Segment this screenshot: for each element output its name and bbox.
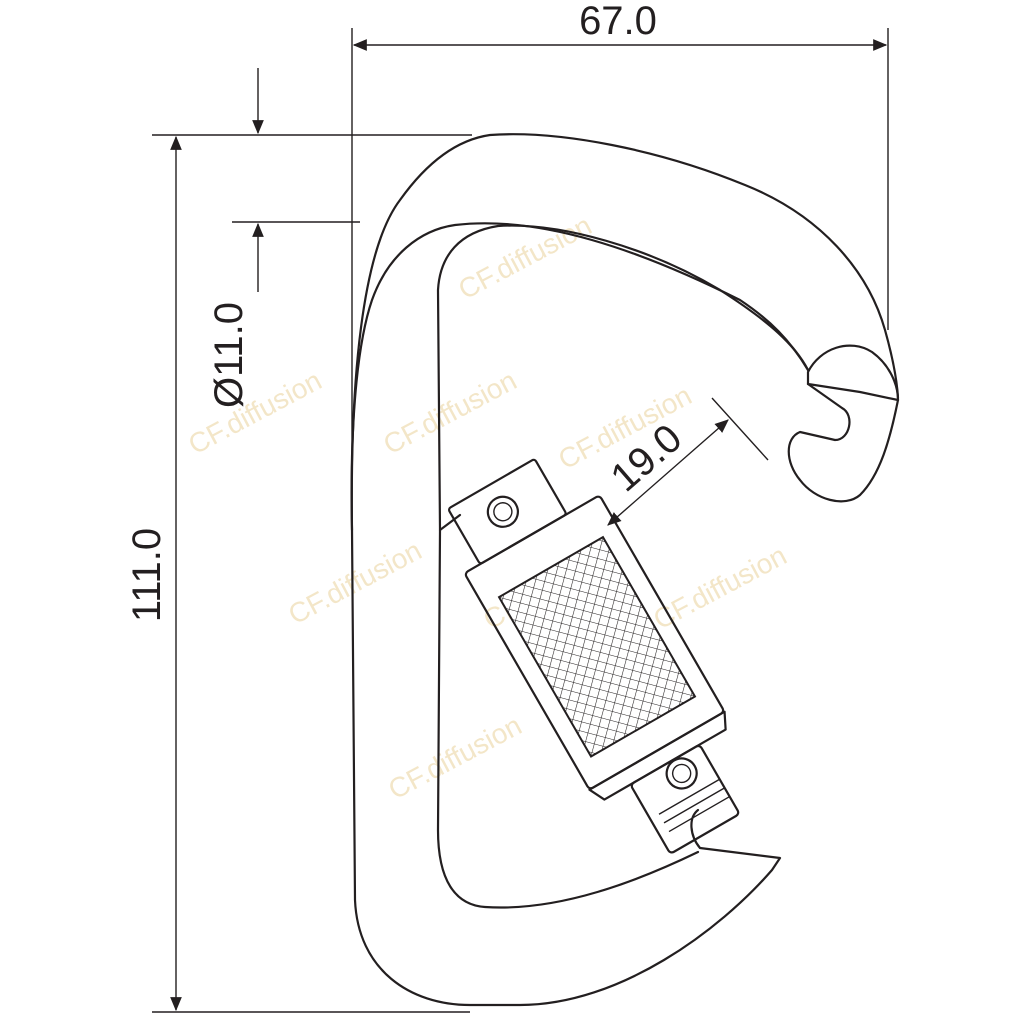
nose-hook [806, 344, 900, 402]
gate-bottom-rivet [665, 757, 698, 790]
carabiner-body [350, 133, 900, 1007]
width-label: 67.0 [579, 0, 657, 43]
body-inner-outline [436, 224, 810, 532]
gate-top-rivet-inner [493, 502, 513, 522]
watermark-5: CF.diffusion [283, 534, 426, 630]
gate-knurled-grip [497, 535, 697, 758]
height-label: 111.0 [125, 528, 169, 622]
gate-bottom-ridges [658, 778, 730, 833]
nose-notch [787, 382, 900, 503]
watermark-2: CF.diffusion [183, 364, 326, 460]
dimension-height: 111.0 [125, 134, 472, 1013]
body-inner-lower [436, 528, 700, 909]
watermark-8: CF.diffusion [383, 709, 526, 805]
gate-lower-collar [588, 710, 727, 801]
diameter-label: Ø11.0 [207, 302, 251, 408]
dimension-diameter: Ø11.0 [207, 68, 360, 408]
gate-opening-dimension-line [607, 419, 729, 526]
watermark-7: CF.diffusion [648, 539, 791, 635]
body-outer-top [350, 133, 900, 532]
gate-opening-extension [711, 397, 769, 461]
gate-top-rivet [486, 495, 519, 528]
gate-bottom-rivet-inner [671, 763, 692, 784]
gate [448, 458, 740, 854]
watermark-3: CF.diffusion [378, 364, 521, 460]
dimension-width: 67.0 [351, 0, 889, 520]
